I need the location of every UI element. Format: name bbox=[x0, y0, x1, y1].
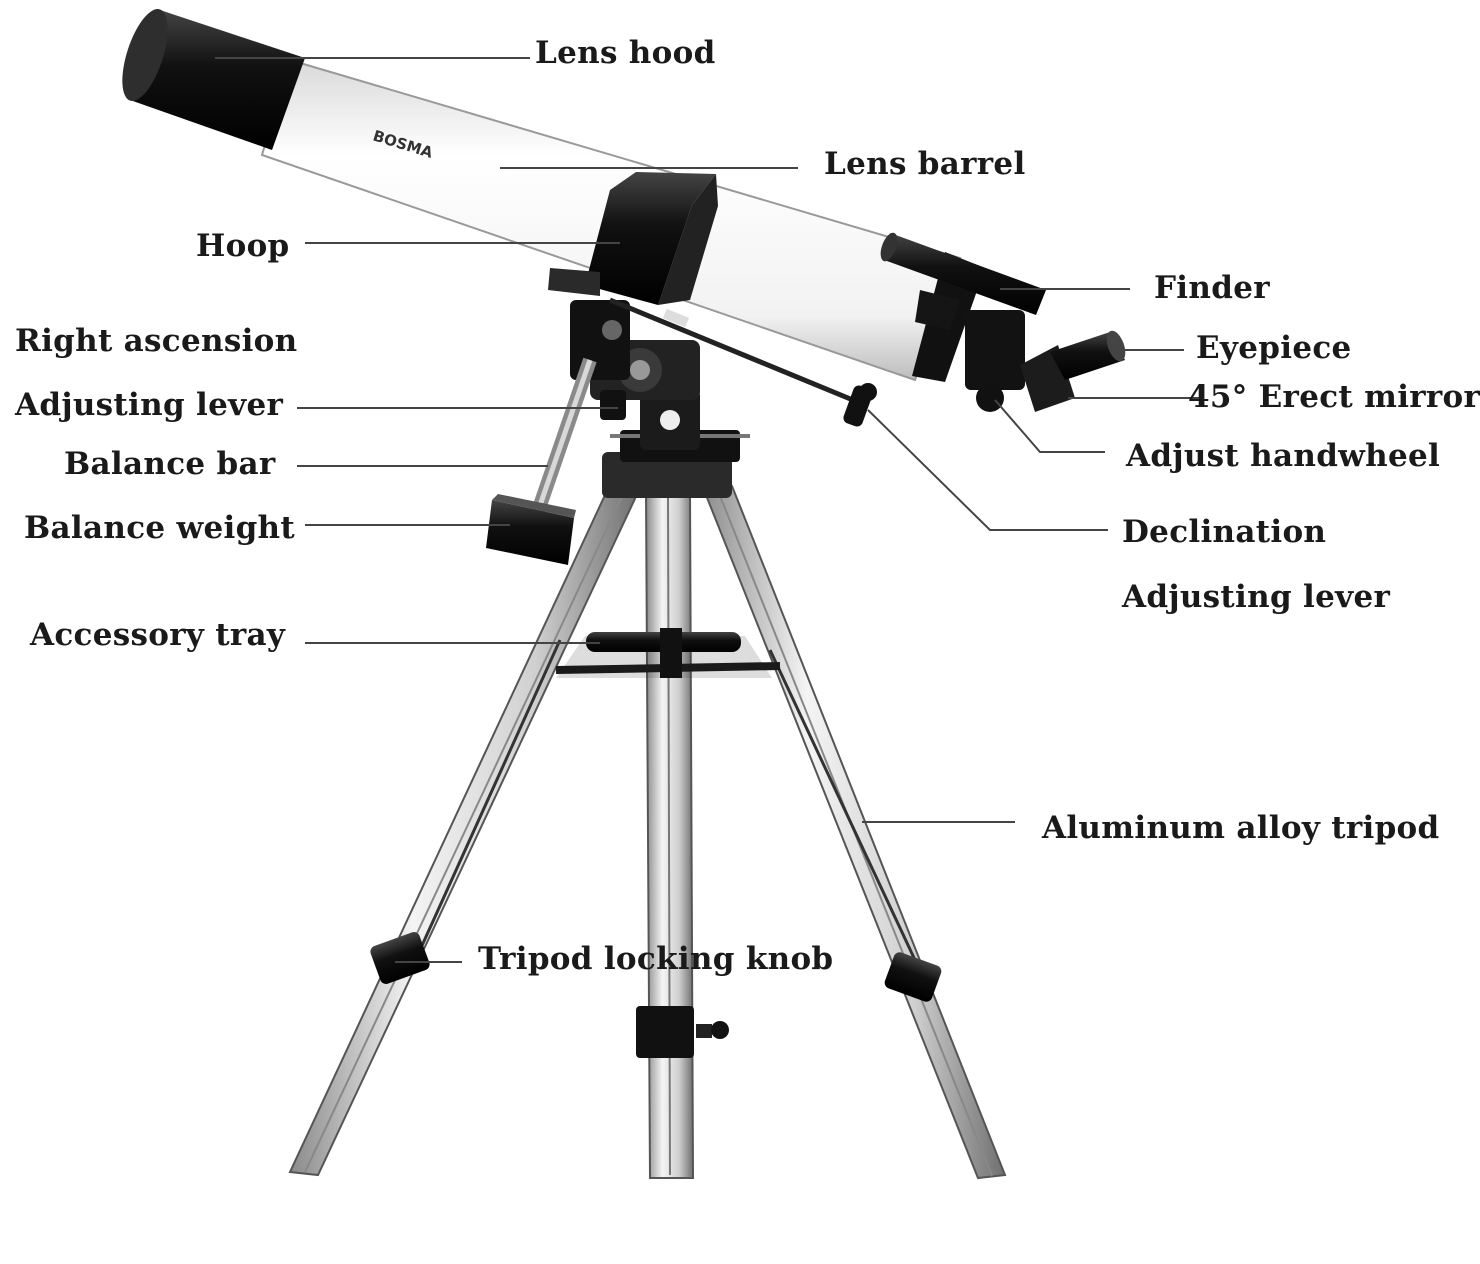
tripod-knob-left bbox=[370, 932, 430, 984]
tripod-left-leg bbox=[288, 478, 642, 1177]
label-right-ascension: Right ascension bbox=[15, 323, 298, 359]
eyepiece bbox=[1050, 332, 1125, 380]
equatorial-mount bbox=[570, 300, 750, 498]
tripod-knob-right bbox=[884, 952, 942, 1002]
tripod-knob-center bbox=[636, 1006, 729, 1058]
balance-assembly bbox=[486, 357, 597, 565]
focuser bbox=[965, 310, 1126, 412]
label-aluminum-tripod: Aluminum alloy tripod bbox=[1042, 810, 1440, 846]
leader-declination bbox=[867, 409, 1108, 531]
label-tripod-knob: Tripod locking knob bbox=[478, 941, 834, 977]
label-finder: Finder bbox=[1154, 270, 1270, 306]
label-adjusting-lever-left: Adjusting lever bbox=[15, 387, 284, 423]
label-declination: Declination bbox=[1122, 514, 1327, 550]
tube-ring bbox=[548, 172, 718, 305]
balance-weight bbox=[486, 494, 576, 565]
leader-adjust-handwheel bbox=[994, 399, 1105, 453]
label-adjusting-lever-right: Adjusting lever bbox=[1122, 579, 1391, 615]
label-balance-weight: Balance weight bbox=[24, 510, 295, 546]
declination-lever bbox=[609, 297, 877, 427]
label-lens-barrel: Lens barrel bbox=[824, 146, 1026, 182]
label-balance-bar: Balance bar bbox=[64, 446, 276, 482]
label-accessory-tray: Accessory tray bbox=[30, 617, 286, 653]
label-erect-mirror: 45° Erect mirror bbox=[1188, 379, 1480, 415]
label-lens-hood: Lens hood bbox=[535, 35, 716, 71]
optical-tube: BOSMA bbox=[122, 9, 1126, 412]
leader-lines bbox=[215, 57, 1200, 963]
lens-hood bbox=[122, 9, 305, 150]
tripod bbox=[288, 478, 1007, 1180]
finder-scope bbox=[880, 232, 1046, 330]
label-hoop: Hoop bbox=[196, 228, 290, 264]
label-eyepiece: Eyepiece bbox=[1196, 330, 1352, 366]
accessory-tray bbox=[555, 628, 781, 678]
label-adjust-handwheel: Adjust handwheel bbox=[1126, 438, 1441, 474]
